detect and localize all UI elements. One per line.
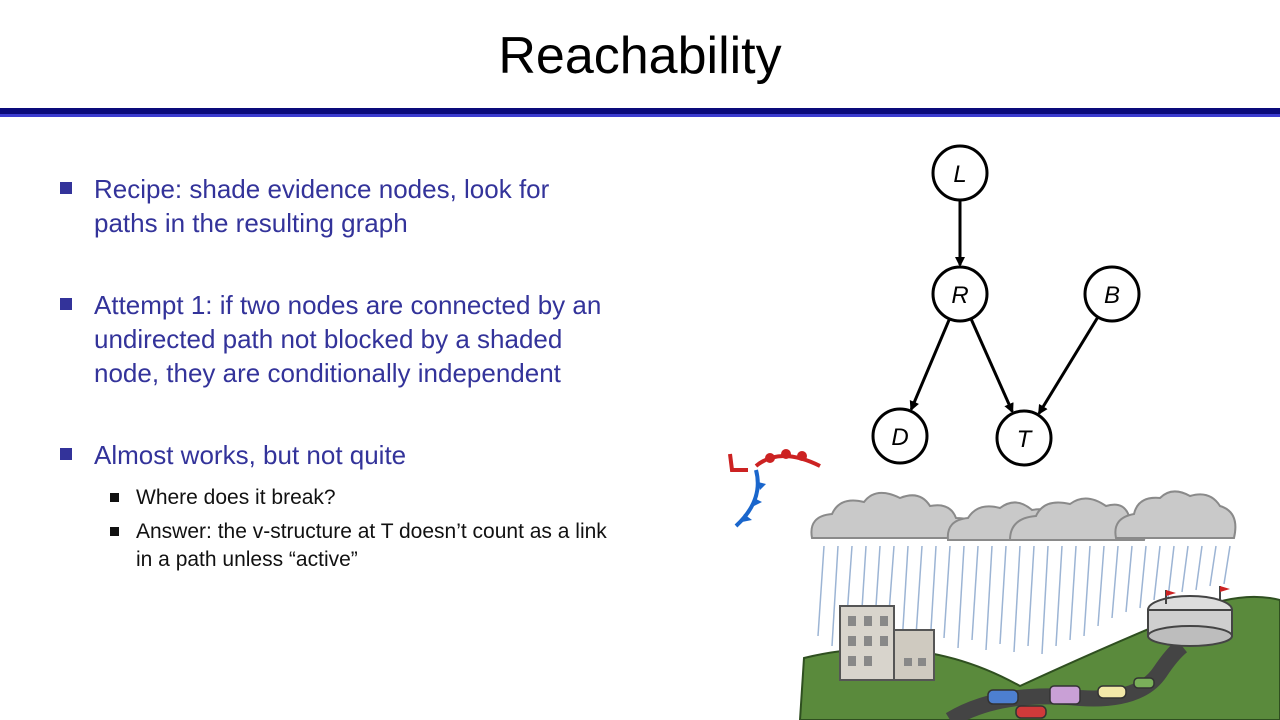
rain-traffic-illustration <box>728 449 1280 720</box>
slide-title: Reachability <box>498 27 782 85</box>
square-bullet-icon <box>60 448 72 460</box>
bullet-item: Recipe: shade evidence nodes, look for p… <box>60 172 620 240</box>
weather-front-icon <box>728 449 821 528</box>
rain-cloud-icon <box>810 490 1237 541</box>
edge-R-T <box>970 318 1014 414</box>
square-bullet-icon <box>110 493 119 502</box>
sub-bullet-text: Answer: the v-structure at T doesn’t cou… <box>136 520 607 571</box>
sub-bullet-text: Where does it break? <box>136 486 336 509</box>
node-T: T <box>995 409 1053 467</box>
bullet-item: Almost works, but not quite <box>60 438 620 472</box>
stadium-icon <box>1147 586 1233 647</box>
bullet-text: Attempt 1: if two nodes are connected by… <box>94 290 602 388</box>
node-label-B: B <box>1104 282 1120 309</box>
node-label-R: R <box>951 282 968 309</box>
sub-bullet-item: Answer: the v-structure at T doesn’t cou… <box>60 518 620 574</box>
title-rule-accent <box>0 114 1280 117</box>
graph-edges <box>909 201 1099 415</box>
office-building-icon <box>839 605 935 681</box>
edge-R-D <box>909 319 951 412</box>
node-B: B <box>1083 265 1141 323</box>
node-R: R <box>931 265 989 323</box>
square-bullet-icon <box>110 527 119 536</box>
node-D: D <box>871 407 929 465</box>
bullet-item: Attempt 1: if two nodes are connected by… <box>60 288 620 390</box>
cars-in-traffic <box>987 677 1155 719</box>
node-label-D: D <box>891 424 908 451</box>
bullet-text: Almost works, but not quite <box>94 440 407 470</box>
bullet-list: Recipe: shade evidence nodes, look for p… <box>60 172 620 574</box>
node-L: L <box>931 144 989 202</box>
edge-B-T <box>1037 317 1099 415</box>
sub-bullet-item: Where does it break? <box>60 484 620 512</box>
square-bullet-icon <box>60 182 72 194</box>
node-label-L: L <box>953 161 966 188</box>
bullet-text: Recipe: shade evidence nodes, look for p… <box>94 174 550 238</box>
rain-streaks <box>817 545 1231 655</box>
title-rule <box>0 108 1280 114</box>
node-label-T: T <box>1017 426 1034 453</box>
square-bullet-icon <box>60 298 72 310</box>
